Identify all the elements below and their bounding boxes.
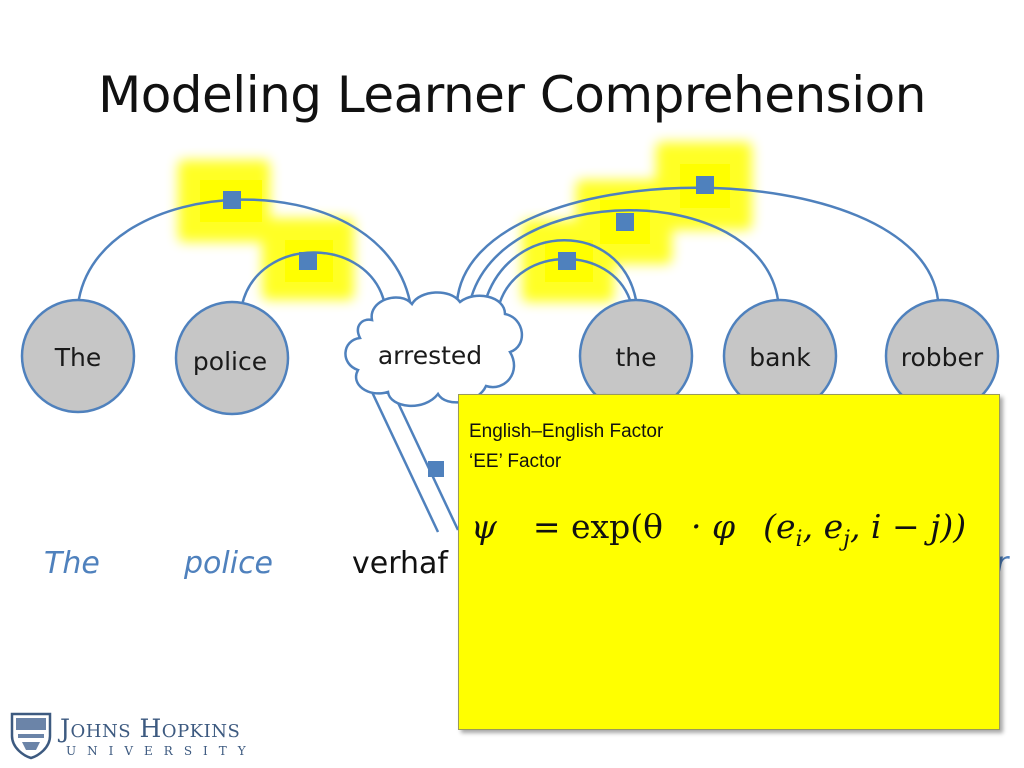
formula-exp: = exp(θ — [532, 507, 664, 546]
edge-arrested-german-2 — [390, 389, 460, 531]
word-nodes: The police arrested the bank robber — [20, 291, 1000, 416]
formula-sub-j: j — [843, 527, 850, 552]
word-node-police[interactable] — [174, 300, 290, 416]
word-label-the: The — [54, 343, 102, 372]
german-word-verb: verhaf — [352, 546, 448, 581]
factor-square[interactable] — [558, 252, 576, 270]
word-label-bank: bank — [749, 343, 811, 372]
word-label-police: police — [193, 347, 267, 376]
factor-square[interactable] — [223, 191, 241, 209]
formula-sub-i: i — [795, 527, 803, 552]
factor-square[interactable] — [428, 461, 444, 477]
slide-title: Modeling Learner Comprehension — [98, 66, 926, 124]
popup-title: English–English Factor — [469, 421, 664, 442]
word-label-arrested: arrested — [378, 341, 482, 370]
edge-arrested-german — [370, 391, 440, 533]
formula-phi: · φ — [691, 507, 736, 546]
jhu-logo: Johns Hopkins UNIVERSITY — [8, 710, 278, 760]
word-label-the-2: the — [615, 343, 656, 372]
factor-nodes — [223, 176, 714, 477]
factor-square[interactable] — [299, 252, 317, 270]
factor-highlights — [178, 142, 752, 302]
shield-icon — [10, 712, 52, 760]
factor-square[interactable] — [616, 213, 634, 231]
formula-args: (e — [763, 507, 796, 546]
logo-name: Johns Hopkins — [60, 714, 241, 743]
popup-subtitle: ‘EE’ Factor — [469, 451, 562, 472]
word-label-robber: robber — [901, 343, 984, 372]
edge-arrested-the — [483, 239, 638, 303]
german-word-the: The — [44, 546, 100, 581]
logo-sub: UNIVERSITY — [66, 744, 257, 758]
formula-psi: ψ — [471, 507, 497, 546]
word-node-arrested-cloud[interactable] — [344, 291, 524, 408]
edge-arrested-robber — [455, 186, 940, 303]
word-node-the[interactable] — [20, 298, 136, 414]
factor-square[interactable] — [696, 176, 714, 194]
formula-comma: , e — [802, 507, 844, 546]
factor-formula: ψ = exp(θ · φ (ei, ej, i − j)) — [471, 507, 966, 552]
formula-rest: , i − j)) — [849, 507, 967, 546]
german-word-police: police — [184, 546, 274, 581]
factor-popup: English–English Factor ‘EE’ Factor ψ = ex… — [458, 394, 1000, 730]
edge-arrested-bank — [468, 209, 780, 303]
